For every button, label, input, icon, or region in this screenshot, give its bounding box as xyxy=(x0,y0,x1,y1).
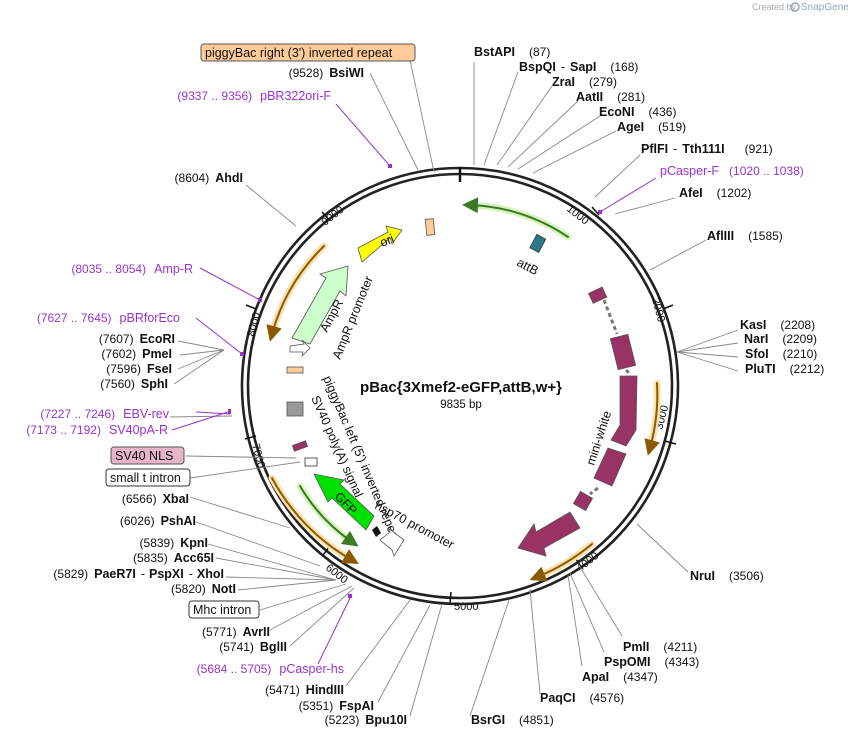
enzyme-pmli: PmlI(4211) xyxy=(623,640,697,654)
tick-label: 5000 xyxy=(454,601,478,613)
enzyme-ahdi: (8604)AhdI xyxy=(175,171,243,185)
primer-pbr322ori-f: (9337 .. 9356)pBR322ori-F xyxy=(177,89,331,103)
enzyme-kpni: (5839)KpnI xyxy=(140,536,208,550)
ampr-feature xyxy=(291,265,349,345)
small-t-intron-segment xyxy=(304,457,318,467)
enzyme-apai: ApaI(4347) xyxy=(582,670,658,684)
sv40-nls-label: SV40 NLS xyxy=(115,449,173,463)
enzymes-left: (5223)Bpu10I (5351)FspAI (5471)HindIII (… xyxy=(26,66,407,727)
primer-amp-r: (8035 .. 8054)Amp-R xyxy=(71,262,193,276)
enzyme-afei: AfeI(1202) xyxy=(679,186,751,200)
ori-feature xyxy=(357,225,403,263)
plasmid-size: 9835 bp xyxy=(440,399,482,411)
small-t-intron-label: small t intron xyxy=(110,471,181,485)
enzyme-fsei: (7596)FseI xyxy=(106,362,172,376)
small-t-intron-box xyxy=(105,468,191,487)
enzyme-afliii: AflIII(1585) xyxy=(707,229,783,243)
enzyme-avrii: (5771)AvrII xyxy=(202,625,270,639)
enzyme-bsiwi: (9528)BsiWI xyxy=(289,66,364,80)
enzyme-pmei: (7602)PmeI xyxy=(101,347,172,361)
enzyme-pflfi-tth111i: PflFI-Tth111I(921) xyxy=(641,142,773,156)
mini-white-feature xyxy=(517,511,581,557)
ori-label: ori xyxy=(378,232,396,250)
hsp70-promoter-feature xyxy=(379,527,405,557)
tick-label: 2000 xyxy=(649,297,667,324)
enzyme-aatii: AatII(281) xyxy=(576,90,645,104)
mini-white-exon xyxy=(610,375,638,447)
enzyme-pspomi: PspOMI(4343) xyxy=(604,655,699,669)
credit-prefix: Created by xyxy=(752,2,797,12)
gfp-feature xyxy=(313,473,375,531)
primer-leaders xyxy=(171,103,657,665)
orf-arrows xyxy=(266,197,661,582)
enzyme-bspqi-sapi: BspQI-SapI(168) xyxy=(519,60,638,74)
primer-ebv-rev: (7227 .. 7246)EBV-rev xyxy=(40,407,169,421)
enzyme-sphi: (7560)SphI xyxy=(100,377,168,391)
enzyme-paer7i-pspxi-xhoi: (5829)PaeR7I-PspXI-XhoI xyxy=(53,567,224,581)
mhc-intron-label: Mhc intron xyxy=(193,603,251,617)
mhc-intron-box xyxy=(188,600,260,619)
ampr-promoter-feature xyxy=(289,339,311,358)
enzyme-sfoi: SfoI(2210) xyxy=(745,347,817,361)
enzyme-pluti: PluTI(2212) xyxy=(745,362,824,376)
polyA-feature xyxy=(286,401,304,417)
tick-labels: 1000 2000 3000 4000 5000 6000 7000 8000 … xyxy=(245,203,671,613)
mini-white-exon xyxy=(609,333,637,371)
enzyme-fspai: (5351)FspAI xyxy=(299,699,374,713)
tick-label: 9000 xyxy=(319,204,346,229)
enzyme-bsrgi: BsrGI(4851) xyxy=(471,713,554,727)
enzyme-pshai: (6026)PshAI xyxy=(120,514,196,528)
enzyme-ecori: (7607)EcoRI xyxy=(99,332,175,346)
enzymes-right: BstAPI(87) BspQI-SapI(168) ZraI(279) Aat… xyxy=(471,45,824,727)
enzyme-econi: EcoNI(436) xyxy=(599,105,676,119)
plasmid-title: pBac{3Xmef2-eGFP,attB,w+} 9835 bp xyxy=(360,379,562,411)
sv40-nls-box xyxy=(110,446,185,465)
mhc-intron-segment xyxy=(372,526,381,537)
enzyme-xbai: (6566)XbaI xyxy=(122,492,189,506)
piggybac-right-box xyxy=(200,43,416,62)
snapgene-credit: Created by SnapGene xyxy=(752,2,848,13)
boxed-features: piggyBac right (3') inverted repeat SV40… xyxy=(105,43,416,619)
leader-lines xyxy=(169,59,739,717)
tick-label: 7000 xyxy=(249,443,267,470)
enzyme-nari: NarI(2209) xyxy=(744,332,817,346)
snapgene-logo-icon xyxy=(790,2,800,12)
piggybac-right-label: piggyBac right (3') inverted repeat xyxy=(205,46,393,60)
enzyme-paqci: PaqCI(4576) xyxy=(540,691,624,705)
mini-white-exon xyxy=(572,490,594,512)
enzyme-hindiii: (5471)HindIII xyxy=(265,683,344,697)
enzyme-kasi: KasI(2208) xyxy=(740,318,815,332)
enzyme-agei: AgeI(519) xyxy=(617,120,686,134)
tick-label: 1000 xyxy=(564,203,591,228)
backbone xyxy=(240,166,680,606)
enzyme-zrai: ZraI(279) xyxy=(552,75,617,89)
sv40-nls-segment xyxy=(291,440,309,452)
primer-pbrforeco: (7627 .. 7645)pBRforEco xyxy=(37,311,180,325)
piggybac-left-segment xyxy=(286,366,304,374)
plasmid-name: pBac{3Xmef2-eGFP,attB,w+} xyxy=(360,379,562,396)
mini-white-exon xyxy=(588,286,608,304)
primer-pcasper-hs: (5684 .. 5705)pCasper-hs xyxy=(197,662,344,676)
mini-white-exon xyxy=(593,447,627,487)
enzyme-acc65i: (5835)Acc65I xyxy=(133,551,214,565)
piggybac-right-segment xyxy=(424,218,436,236)
enzyme-nrui: NruI(3506) xyxy=(690,569,764,583)
tick-label: 8000 xyxy=(245,311,263,338)
tick-marks xyxy=(244,206,677,604)
enzyme-bstapi: BstAPI(87) xyxy=(474,45,550,59)
enzyme-bpu10i: (5223)Bpu10I xyxy=(325,713,407,727)
primer-sv40pa-r: (7173 .. 7192)SV40pA-R xyxy=(26,423,168,437)
enzyme-bglii: (5741)BglII xyxy=(219,640,287,654)
enzyme-noti: (5820)NotI xyxy=(171,582,236,596)
primer-pcasper-f: pCasper-F(1020 .. 1038) xyxy=(660,164,804,178)
attb-label: attB xyxy=(515,255,541,278)
credit-brand: SnapGene xyxy=(801,2,848,13)
primer-marks xyxy=(228,164,602,598)
attb-feature xyxy=(529,233,547,253)
